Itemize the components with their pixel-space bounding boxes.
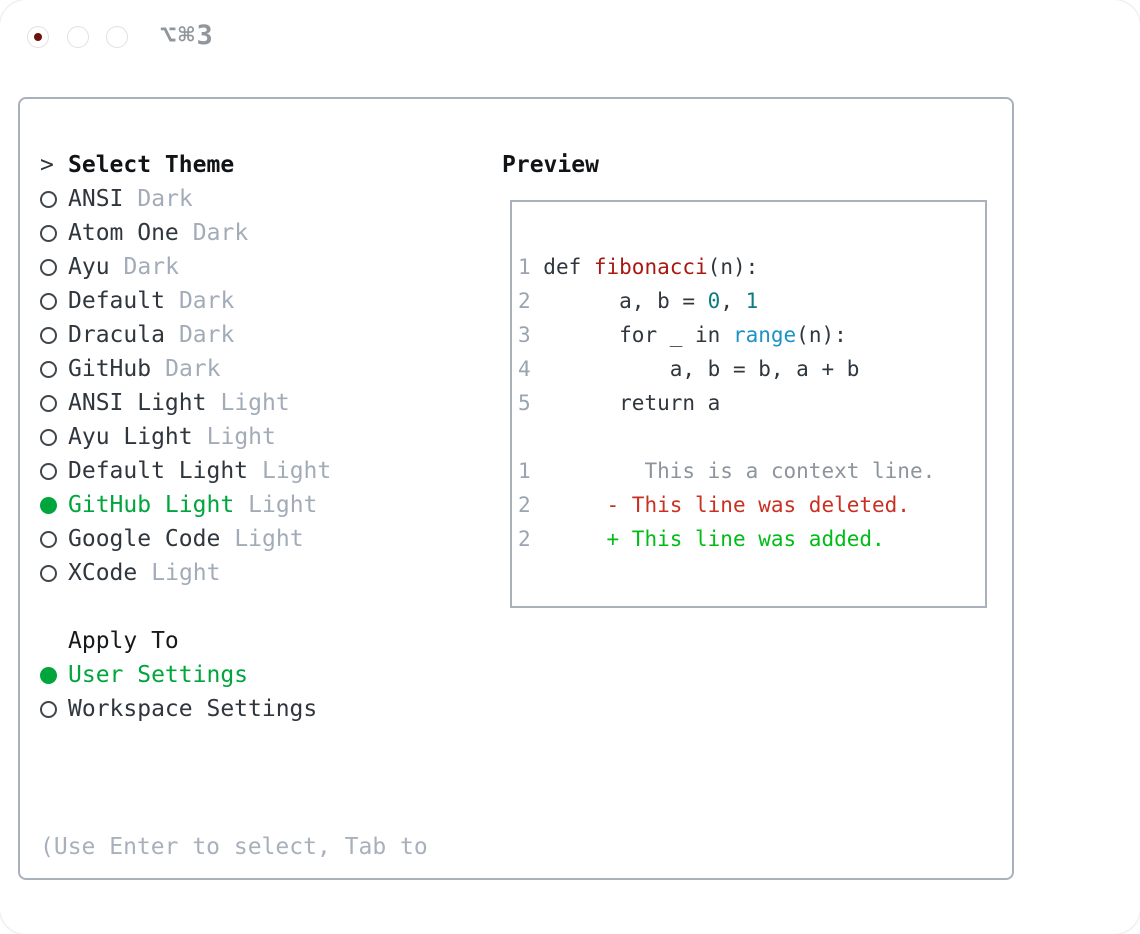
apply-to-option-label: User Settings [68,662,249,688]
code-line: 5 return a [518,391,721,415]
theme-option[interactable]: GitHub Dark [40,352,331,386]
code-blank-line [518,420,985,454]
apply-to-option[interactable]: User Settings [40,658,331,692]
radio-unselected-icon [40,224,68,242]
close-button[interactable] [27,26,49,48]
theme-option-name: GitHub [68,356,152,382]
radio-unselected-icon [40,292,68,310]
radio-unselected-icon [40,394,68,412]
theme-option[interactable]: ANSI Light Light [40,386,331,420]
hint-line-1: (Use Enter to select, Tab to [40,834,428,860]
theme-option-variant: Light [220,390,290,416]
minimize-button[interactable] [67,26,89,48]
theme-option[interactable]: Default Dark [40,284,331,318]
theme-option-variant: Light [248,492,318,518]
code-preview-lines: 1 def fibonacci(n): 2 a, b = 0, 1 3 for _ … [518,250,985,556]
radio-unselected-icon [40,190,68,208]
code-line: 4 a, b = b, a + b [518,357,860,381]
radio-selected-icon [40,496,68,514]
theme-option-variant: Light [151,560,221,586]
prompt-caret: > [40,152,54,178]
theme-option[interactable]: ANSI Dark [40,182,331,216]
theme-picker-header: > Select Theme [40,148,331,182]
apply-to-option[interactable]: Workspace Settings [40,692,331,726]
zoom-button[interactable] [106,26,128,48]
theme-option[interactable]: Default Light Light [40,454,331,488]
spacer [40,590,331,624]
window-shortcut-label: ⌥⌘3 [160,20,215,51]
theme-option-variant: Light [234,526,304,552]
theme-option-variant: Dark [165,356,221,382]
radio-unselected-icon [40,462,68,480]
theme-option-name: XCode [68,560,138,586]
code-line: 1 This is a context line. [518,459,936,483]
theme-option-variant: Dark [137,186,193,212]
theme-option-variant: Dark [123,254,179,280]
apply-to-title: Apply To [68,628,179,654]
theme-option[interactable]: GitHub Light Light [40,488,331,522]
theme-option-variant: Dark [178,288,235,314]
title-bar: ⌥⌘3 [0,0,1140,74]
theme-option-name: Google Code [68,526,221,552]
theme-option-name: Ayu Light [68,424,193,450]
preview-title: Preview [502,152,599,178]
radio-unselected-icon [40,530,68,548]
code-line: 3 for _ in range(n): [518,323,847,347]
theme-option[interactable]: XCode Light [40,556,331,590]
theme-option-name: Default [68,288,165,314]
theme-option[interactable]: Dracula Dark [40,318,331,352]
radio-unselected-icon [40,326,68,344]
radio-unselected-icon [40,360,68,378]
theme-option-name: Atom One [68,220,179,246]
theme-option[interactable]: Ayu Dark [40,250,331,284]
theme-option[interactable]: Ayu Light Light [40,420,331,454]
apply-to-option-label: Workspace Settings [68,696,318,722]
radio-unselected-icon [40,428,68,446]
apply-to-header: Apply To [40,624,331,658]
theme-option-name: Dracula [68,322,165,348]
theme-option-name: Default Light [68,458,249,484]
theme-option-name: ANSI Light [68,390,207,416]
code-line: 2 - This line was deleted. [518,493,910,517]
code-preview-pane: 1 def fibonacci(n): 2 a, b = 0, 1 3 for _ … [510,200,987,608]
theme-option-name: Ayu [68,254,110,280]
theme-option-variant: Light [206,424,276,450]
code-line: 2 + This line was added. [518,527,885,551]
radio-unselected-icon [40,258,68,276]
theme-option-name: ANSI [68,186,124,212]
theme-option[interactable]: Atom One Dark [40,216,331,250]
radio-selected-icon [40,666,68,684]
code-line: 1 def fibonacci(n): [518,255,759,279]
keyboard-hint: (Use Enter to select, Tab to change focu… [40,762,428,934]
theme-option-variant: Dark [192,220,249,246]
theme-option[interactable]: Google Code Light [40,522,331,556]
radio-unselected-icon [40,700,68,718]
theme-picker-title: Select Theme [68,152,235,178]
code-line: 2 a, b = 0, 1 [518,289,759,313]
theme-option-variant: Dark [178,322,235,348]
theme-option-name: GitHub Light [68,492,235,518]
radio-unselected-icon [40,564,68,582]
theme-option-variant: Light [262,458,332,484]
